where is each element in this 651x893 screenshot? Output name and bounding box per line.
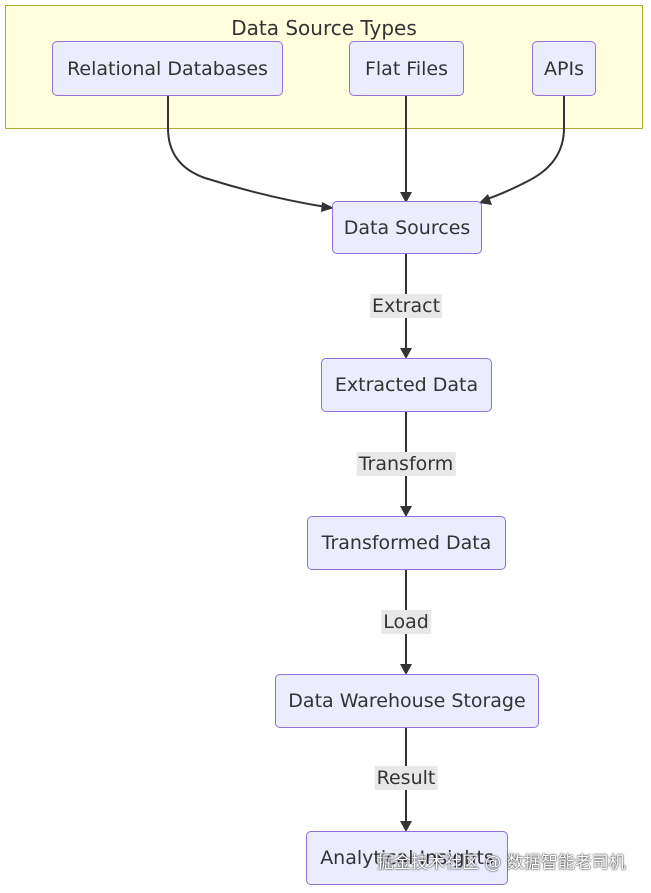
node-label: Transformed Data [321, 532, 492, 554]
arrowhead-relational [321, 202, 334, 212]
node-label: Flat Files [364, 57, 449, 80]
node-apis[interactable]: APIs [532, 41, 596, 96]
node-label: Data Warehouse Storage [288, 690, 526, 712]
arrowhead-result [400, 821, 412, 832]
edge-label-load: Load [381, 610, 431, 634]
node-label: APIs [544, 57, 584, 80]
arrowhead-apis [479, 194, 492, 205]
node-flat-files[interactable]: Flat Files [349, 41, 464, 96]
node-data-sources[interactable]: Data Sources [332, 201, 482, 254]
node-analytical-insights[interactable]: Analytical Insights [306, 831, 508, 885]
edge-apis-to-sources [486, 96, 565, 200]
node-relational-databases[interactable]: Relational Databases [52, 41, 283, 96]
node-data-warehouse-storage[interactable]: Data Warehouse Storage [275, 674, 539, 728]
arrowhead-transform [400, 506, 412, 517]
node-label: Analytical Insights [320, 847, 494, 869]
edge-relational-to-sources [167, 96, 327, 208]
arrowhead-flatfiles [400, 192, 412, 203]
edge-label-result: Result [374, 766, 438, 790]
node-extracted-data[interactable]: Extracted Data [321, 358, 492, 412]
arrowhead-load [400, 664, 412, 675]
node-label: Extracted Data [334, 374, 479, 396]
edge-label-transform: Transform [356, 452, 456, 476]
arrowhead-extract [400, 348, 412, 359]
edge-label-extract: Extract [369, 294, 443, 318]
cluster-title: Data Source Types [231, 16, 417, 40]
node-label: Relational Databases [67, 57, 268, 80]
node-transformed-data[interactable]: Transformed Data [307, 516, 506, 570]
node-label: Data Sources [343, 216, 471, 239]
watermark: 掘金技术社区 @ 数据智能老司机 [377, 853, 626, 873]
